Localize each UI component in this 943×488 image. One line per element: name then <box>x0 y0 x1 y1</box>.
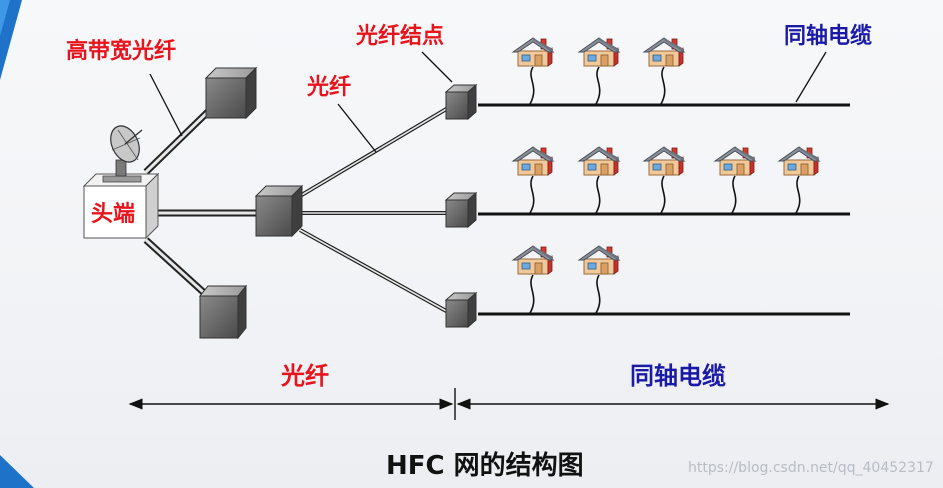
coax-lines <box>478 103 850 316</box>
upper-fiber-box <box>204 66 258 120</box>
diagram-title: HFC 网的结构图 <box>386 450 584 481</box>
house-icon <box>512 37 554 105</box>
broadband-fiber-label: 高带宽光纤 <box>66 38 176 64</box>
span-arrow <box>128 388 890 420</box>
satellite-dish-icon <box>102 125 143 183</box>
house-icon <box>578 245 620 314</box>
house-icon <box>714 146 756 214</box>
fiber-links <box>143 99 450 314</box>
lower-fiber-box <box>198 284 248 340</box>
house-icon <box>512 245 554 314</box>
house-icon <box>512 146 554 214</box>
fiber-node-label: 光纤结点 <box>355 23 444 49</box>
fiber-label-bottom: 光纤 <box>280 362 329 390</box>
fiber-node-2 <box>444 191 478 229</box>
house-icon <box>643 146 685 214</box>
fiber-node-3 <box>444 291 478 329</box>
coax-label-bottom: 同轴电缆 <box>630 362 726 390</box>
fiber-node-1 <box>444 83 478 121</box>
house-icon <box>778 146 820 214</box>
corner-accent-bottom <box>0 455 34 488</box>
house-icon <box>578 37 620 105</box>
coax-label-top: 同轴电缆 <box>784 23 872 49</box>
headend-label: 头端 <box>91 202 135 227</box>
corner-accent-top <box>0 0 22 80</box>
label-pointers <box>149 51 827 153</box>
house-icon <box>643 37 685 105</box>
house-icon <box>578 146 620 214</box>
corner-accent-top-inner <box>0 0 10 36</box>
houses <box>512 37 820 314</box>
fiber-label-top: 光纤 <box>306 74 351 100</box>
watermark: https://blog.csdn.net/qq_40452317 <box>688 460 934 476</box>
fiber-hub <box>254 184 304 238</box>
